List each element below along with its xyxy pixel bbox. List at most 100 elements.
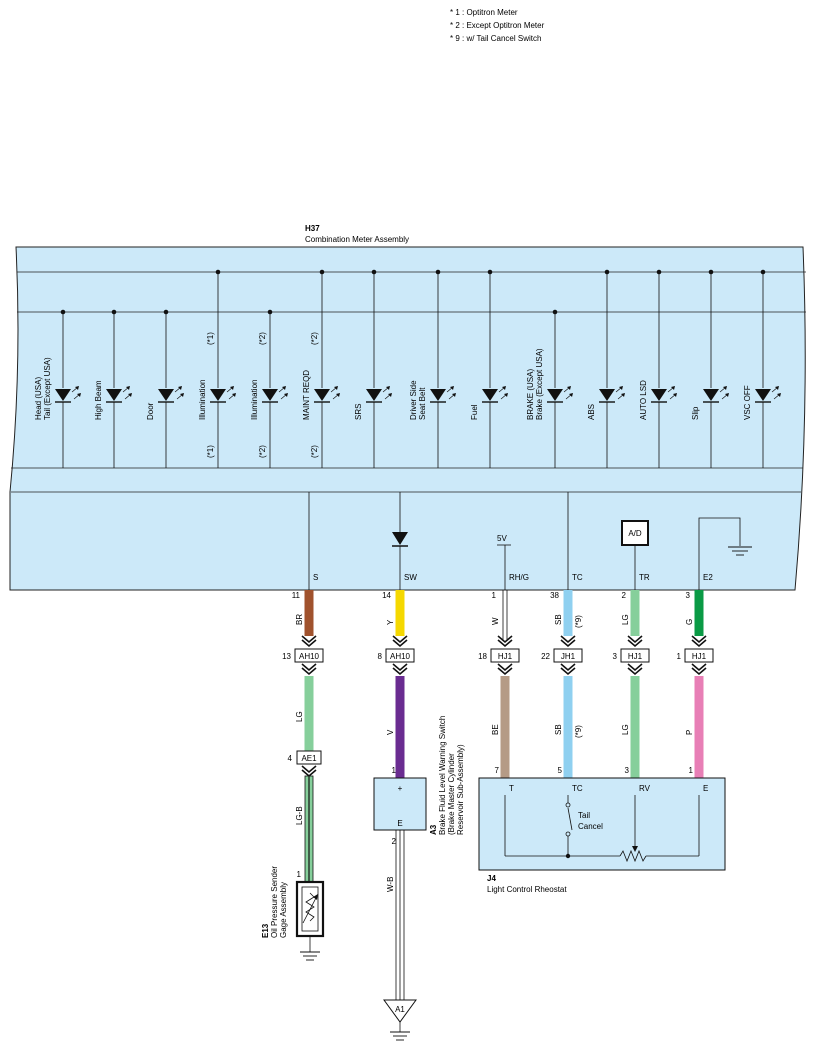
lamp-note-bottom: (*2) [258,445,267,458]
connector-pin: 18 [478,652,487,661]
led-icon [547,389,563,401]
lamp-4: Illumination (*2) (*2) [250,309,288,468]
connector-hj1: HJ1 1 [677,648,714,676]
note-1: * 1 : Optitron Meter [450,8,518,17]
lamp-note-top: (*2) [258,332,267,345]
wire-lg-b-label: LG-B [295,806,304,825]
led-icon [651,389,667,401]
lamp-label: High Beam [94,380,103,420]
terminal-pin: 14 [382,591,391,600]
wire-code: P [685,730,694,735]
wire-code: G [685,619,694,625]
terminal-name: RH/G [509,573,529,582]
e13-code: E13 [261,923,270,938]
switch-label-1: Tail [578,811,590,820]
e13-pin: 1 [297,870,302,879]
wire-note: (*9) [574,615,583,628]
lamp-12: Slip [691,269,729,468]
lamp-label: Fuel [470,404,479,420]
meter-ground-icon [728,546,752,556]
lamp-label: Head (USA) [34,377,43,420]
wire-lower-v: V [386,676,405,778]
led-icon [55,389,71,401]
lamp-label: BRAKE (USA) [526,369,535,420]
led-icon [262,389,278,401]
lamp-label: Illumination [198,380,207,420]
a1-ground-icon [390,1031,410,1041]
lamp-6: SRS [354,269,392,468]
led-icon [210,389,226,401]
lamp-label: SRS [354,404,363,420]
wire-lower-be: BE [491,676,510,778]
connector-code: AH10 [390,652,411,661]
e13-ground-icon [300,951,320,961]
lamp-label: Tail (Except USA) [43,357,52,420]
meter-body [9,246,806,591]
wire-code: BE [491,724,500,735]
a3-switch [373,777,427,831]
connector-code: AH10 [299,652,320,661]
ad-label: A/D [628,529,642,538]
ground-point-a1-code: A1 [395,1005,405,1014]
connector-pin: 13 [282,652,291,661]
e13-line-2: Gage Assembly [279,882,288,938]
connector-pin: 1 [677,652,682,661]
j4-pin: 7 [495,766,500,775]
lamp-13: VSC OFF [743,269,781,468]
lamp-8: Fuel [470,269,508,468]
lamp-1: High Beam [94,309,132,468]
lamp-label: Illumination [250,380,259,420]
j4-terminal: T [509,784,514,793]
connector-ae1-pin: 4 [288,754,293,763]
a3-code: A3 [429,824,438,835]
terminal-pin: 1 [492,591,497,600]
wire-code: W [491,617,500,625]
terminal-name: S [313,573,318,582]
lamp-5: MAINT REQD(*2)(*2) [302,269,340,468]
lamp-9: BRAKE (USA)Brake (Except USA) [526,309,573,468]
terminal-name: SW [404,573,417,582]
a3-line-3: Reservoir Sub-Assembly) [456,744,465,835]
lamp-10: ABS [587,269,625,468]
terminal-pin: 11 [292,591,301,600]
lamp-note-top: (*1) [206,332,215,345]
lamp-note-bottom: (*2) [310,445,319,458]
wire-w-b [395,830,405,1000]
connector-code: HJ1 [692,652,707,661]
led-icon [366,389,382,401]
led-icon [599,389,615,401]
connector-pin: 8 [378,652,383,661]
connector-code: JH1 [561,652,576,661]
rheostat-resistor [619,849,647,863]
wire-code: LG [295,711,304,722]
lamp-label: Door [146,402,155,420]
wire-code: BR [295,614,304,625]
a3-pin-bottom: 2 [392,837,397,846]
wire-note: (*9) [574,725,583,738]
lamp-label: Slip [691,406,700,420]
terminal-pin: 2 [622,591,627,600]
lamp-label: Seat Belt [418,387,427,420]
switch-label-2: Cancel [578,822,603,831]
ad-converter [621,520,649,546]
a3-e-label: E [397,819,402,828]
wire-code: V [386,729,395,735]
tail-cancel-switch [567,807,573,831]
lamp-2: Door [146,309,184,468]
wire-code: Y [386,619,395,625]
lamp-note-bottom: (*1) [206,445,215,458]
j4-pin: 1 [689,766,694,775]
connector-ah10: AH10 8 [378,648,415,676]
wire-code: LG [621,724,630,735]
terminal-name: TC [572,573,583,582]
wire-upper-lg: 2LG [621,590,643,648]
j4-rheostat [478,777,726,871]
